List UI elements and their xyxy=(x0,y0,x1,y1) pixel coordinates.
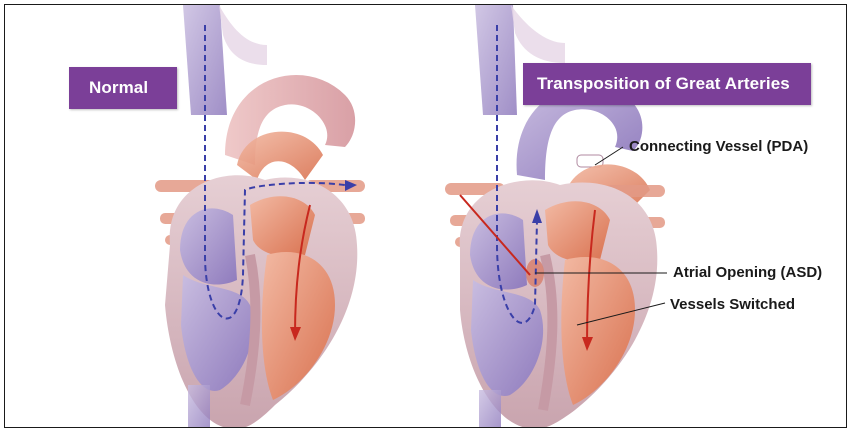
vessels-switched-label: Vessels Switched xyxy=(670,296,795,313)
tga-upper-branches xyxy=(511,5,565,63)
asd-callout-label: Atrial Opening (ASD) xyxy=(673,264,822,281)
tga-left-atrium xyxy=(545,201,610,262)
tga-left-ventricle xyxy=(561,257,635,405)
normal-title-badge: Normal xyxy=(69,67,177,109)
normal-heart xyxy=(155,5,365,428)
tga-inferior-vena-cava xyxy=(479,390,501,428)
illustration-frame: Normal Transposition of Great Arteries C… xyxy=(4,4,847,428)
inferior-vena-cava xyxy=(188,385,210,428)
tga-title-badge: Transposition of Great Arteries xyxy=(523,63,811,105)
pda-callout-label: Connecting Vessel (PDA) xyxy=(629,138,808,155)
upper-vessel-branches xyxy=(219,5,267,65)
